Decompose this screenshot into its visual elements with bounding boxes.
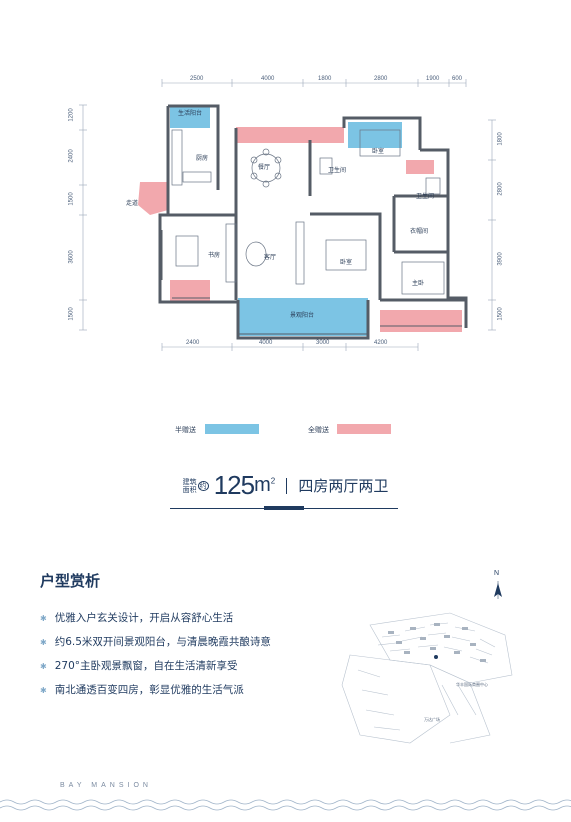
room-kitchen: 厨房 <box>196 155 209 162</box>
compass-icon <box>494 581 502 599</box>
full-gift-area <box>236 127 344 143</box>
walls <box>158 104 468 340</box>
legend-full-swatch <box>337 424 391 434</box>
headline-underline-accent <box>264 506 304 510</box>
room-study: 书房 <box>208 252 221 259</box>
half-gift-area <box>170 106 210 128</box>
location-marker-icon <box>434 655 438 659</box>
dimension-lines <box>79 79 496 351</box>
room-master: 主卧 <box>412 280 425 287</box>
area-approx-badge: 约 <box>197 480 209 491</box>
room-bedroom-mid: 卧室 <box>340 259 353 266</box>
brand-footer: BAY MANSION <box>60 782 152 789</box>
site-map <box>341 581 513 744</box>
dim-top-2: 4000 <box>261 76 275 82</box>
dim-left-3: 1500 <box>68 192 75 206</box>
dim-top-6: 600 <box>452 76 463 82</box>
area-label: 建筑 面积 <box>182 477 197 494</box>
bed-top <box>359 129 401 157</box>
map-label-wanda: 万达广场 <box>424 717 440 722</box>
room-dining: 餐厅 <box>258 164 271 171</box>
list-item: ✱约6.5米双开间景观阳台，与清晨晚霞共酿诗意 <box>40 636 271 648</box>
list-item: ✱270°主卧观景飘窗，自在生活清新享受 <box>40 660 238 672</box>
furniture <box>171 129 445 295</box>
list-item: ✱优雅入户玄关设计，开启从容舒心生活 <box>40 612 234 624</box>
half-gift-area <box>348 122 402 148</box>
dim-top-4: 2800 <box>374 76 388 82</box>
dim-left-4: 3600 <box>68 250 75 264</box>
unit-type: 四房两厅两卫 <box>298 477 389 495</box>
area-unit: m2 <box>254 474 276 496</box>
map-buildings <box>388 623 486 662</box>
dim-bottom-1: 2400 <box>186 340 200 346</box>
dim-right-4: 1500 <box>497 307 504 321</box>
full-gift-area <box>406 160 434 174</box>
map-label-business: 华丰国际商圈中心 <box>456 682 488 687</box>
room-corridor: 走道 <box>126 200 139 207</box>
gift-areas <box>138 106 462 336</box>
appreciation-title: 户型赏析 <box>40 572 101 590</box>
room-bedroom-top: 卧室 <box>372 148 385 155</box>
wave-decoration <box>0 799 571 811</box>
dim-bottom-3: 3000 <box>316 340 330 346</box>
sofa <box>225 223 237 283</box>
star-icon: ✱ <box>40 662 47 671</box>
north-label: N <box>494 570 500 577</box>
floor-plan <box>79 79 496 351</box>
dim-top-3: 1800 <box>318 76 332 82</box>
dim-bottom-2: 4000 <box>259 340 273 346</box>
full-gift-area <box>138 182 168 215</box>
dim-right-2: 2800 <box>497 182 504 196</box>
window-lines <box>161 230 462 335</box>
full-gift-area <box>380 310 462 332</box>
map-lines <box>341 612 513 744</box>
area-number: 125 <box>213 470 255 500</box>
dim-left-5: 1500 <box>68 307 75 321</box>
area-headline: 建筑 面积 约 125m2 四房两厅两卫 <box>0 470 571 501</box>
dim-top-5: 1900 <box>426 76 440 82</box>
room-bath-2: 卫生间 <box>416 193 435 200</box>
dim-right-1: 1800 <box>497 132 504 146</box>
dim-top-1: 2500 <box>190 76 204 82</box>
coffee-table <box>245 241 267 267</box>
legend-half-label: 半赠送 <box>175 426 196 434</box>
room-life-balcony: 生活阳台 <box>178 110 203 117</box>
study-desk <box>175 235 199 267</box>
dim-bottom-4: 4200 <box>374 340 388 346</box>
tv-cabinet <box>295 221 305 285</box>
bed-master <box>401 261 445 295</box>
legend-half-swatch <box>205 424 259 434</box>
room-cloak: 衣帽间 <box>410 228 429 235</box>
dim-left-2: 2400 <box>68 149 75 163</box>
list-item: ✱南北通透百变四房，彰显优雅的生活气派 <box>40 684 244 696</box>
bed-mid <box>325 239 367 271</box>
star-icon: ✱ <box>40 614 47 623</box>
legend-full-label: 全赠送 <box>308 426 329 434</box>
star-icon: ✱ <box>40 638 47 647</box>
headline-separator <box>286 477 288 494</box>
full-gift-area <box>170 280 210 302</box>
dim-left-1: 1200 <box>68 108 75 122</box>
half-gift-area <box>238 298 368 336</box>
kitchen-counter <box>171 129 183 186</box>
room-bath-1: 卫生间 <box>328 167 347 174</box>
room-view-balcony: 景观阳台 <box>290 312 315 319</box>
star-icon: ✱ <box>40 686 47 695</box>
dim-right-3: 3900 <box>497 252 504 266</box>
dining-table <box>251 153 281 183</box>
room-living: 客厅 <box>264 254 277 261</box>
